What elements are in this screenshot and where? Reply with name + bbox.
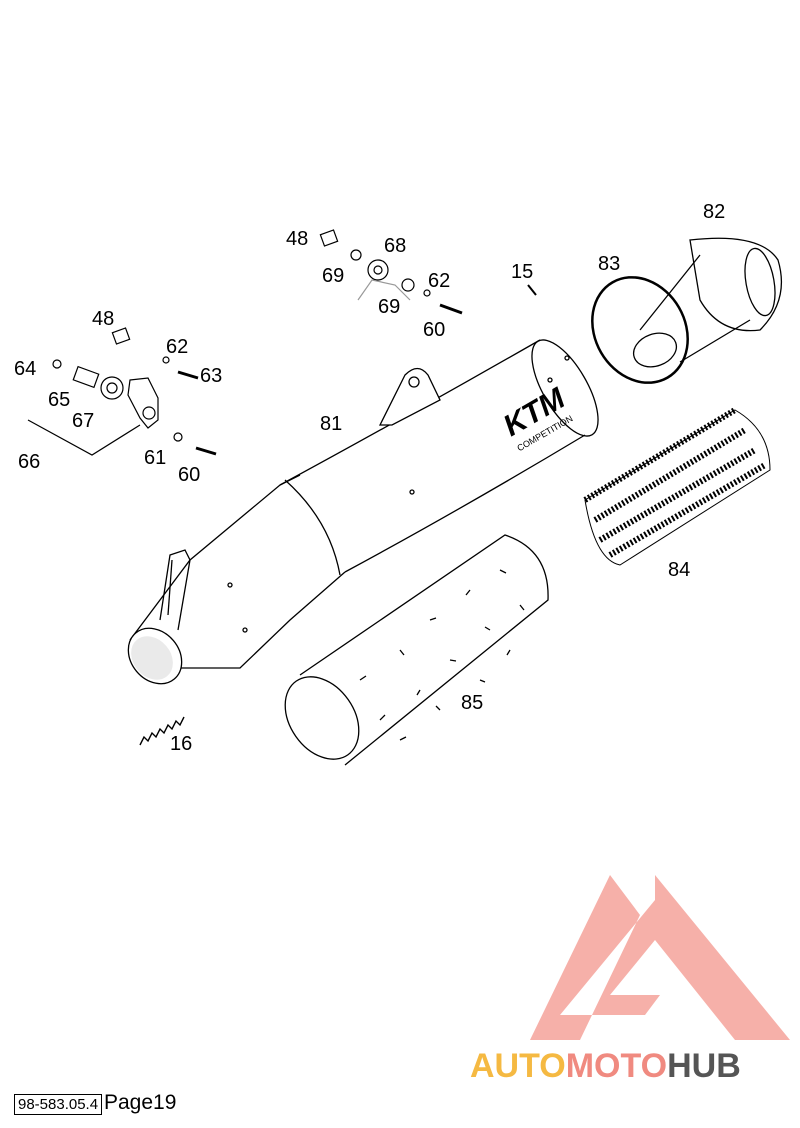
label-16: 16 — [170, 733, 192, 755]
label-62-left: 62 — [166, 336, 188, 358]
label-63: 63 — [200, 365, 222, 387]
label-81: 81 — [320, 413, 342, 435]
part-labels: 48 68 69 62 69 60 15 82 83 48 62 63 64 6… — [14, 201, 725, 755]
muffler-logo: KTM COMPETITION — [498, 381, 575, 453]
label-69-top: 69 — [322, 265, 344, 287]
spring — [139, 716, 185, 746]
left-hardware — [27, 327, 217, 456]
label-66: 66 — [18, 451, 40, 473]
top-hardware — [319, 229, 537, 315]
packing-wool — [583, 407, 771, 566]
label-67: 67 — [72, 410, 94, 432]
label-83: 83 — [598, 253, 620, 275]
inner-tube — [284, 534, 549, 766]
watermark-text-auto: AUTO — [470, 1047, 566, 1085]
label-82: 82 — [703, 201, 725, 223]
header-pipe — [632, 237, 782, 368]
muffler-body — [127, 339, 599, 685]
label-64: 64 — [14, 358, 36, 380]
watermark-text-hub: HUB — [667, 1047, 741, 1085]
label-85: 85 — [461, 692, 483, 714]
label-65: 65 — [48, 389, 70, 411]
label-48-top: 48 — [286, 228, 308, 250]
svg-text:AUTOMOTOHUB: AUTOMOTOHUB — [470, 1047, 741, 1085]
label-48-left: 48 — [92, 308, 114, 330]
label-62-top: 62 — [428, 270, 450, 292]
label-60-left: 60 — [178, 464, 200, 486]
label-61: 61 — [144, 447, 166, 469]
page-number: Page19 — [104, 1091, 177, 1114]
watermark-text-moto: MOTO — [566, 1047, 667, 1085]
o-ring — [591, 276, 689, 384]
label-15: 15 — [511, 261, 533, 283]
label-69-bottom: 69 — [378, 296, 400, 318]
watermark-logo: AUTOMOTOHUB — [470, 875, 790, 1085]
document-code: 98-583.05.4 — [14, 1094, 103, 1115]
label-84: 84 — [668, 559, 690, 581]
watermark-triangle-icon — [530, 875, 790, 1040]
label-60-top: 60 — [423, 319, 445, 341]
label-68: 68 — [384, 235, 406, 257]
